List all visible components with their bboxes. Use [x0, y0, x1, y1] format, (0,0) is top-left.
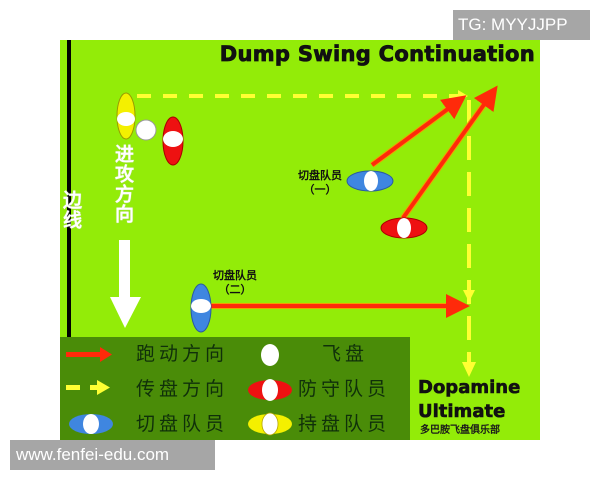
cutter-one-label-text: 切盘队员: [298, 169, 342, 182]
legend-label-disc: 飞盘: [322, 343, 369, 365]
club-name: 多巴胺飞盘俱乐部: [420, 425, 500, 436]
defender-two-run-arrow: [400, 85, 498, 220]
sideline: [67, 40, 71, 340]
cutter-one-label: 切盘队员 （一）: [285, 169, 355, 197]
defender-two: [380, 217, 428, 239]
pass-route-dump: [137, 90, 476, 377]
url-watermark: www.fenfei-edu.com: [10, 440, 215, 470]
ultimate-field-diagram: Dump Swing Continuation: [60, 40, 540, 440]
legend-defender-icon: [248, 379, 292, 401]
attack-direction-label: 进攻方向: [112, 144, 134, 224]
legend-cutter-icon: [69, 414, 113, 434]
field-graphics: [110, 85, 498, 377]
brand-name: Dopamine Ultimate: [418, 376, 521, 424]
disc: [135, 119, 157, 141]
attack-direction-arrow: [110, 240, 141, 328]
sideline-label: 边线: [60, 190, 82, 230]
handler-player: [116, 92, 136, 140]
legend-symbols: [66, 344, 292, 436]
legend: 跑动方向 飞盘 传盘方向 防守队员 切盘队员 持盘队员: [60, 337, 410, 440]
brand-line-1: Dopamine: [418, 377, 521, 399]
legend-run-arrow-icon: [66, 347, 112, 362]
legend-disc-icon: [261, 344, 279, 366]
brand-line-2: Ultimate: [418, 401, 506, 423]
legend-label-handler: 持盘队员: [298, 413, 391, 435]
legend-label-run-direction: 跑动方向: [136, 343, 229, 365]
legend-pass-arrow-icon: [66, 380, 110, 395]
cutter-two: [190, 283, 212, 333]
cutter-two-label: 切盘队员 （二）: [200, 269, 270, 297]
cutter-one: [346, 170, 394, 192]
tg-watermark: TG: MYYJJPP: [453, 10, 590, 40]
cutter-two-label-suffix: （二）: [218, 283, 252, 296]
legend-handler-icon: [248, 412, 292, 436]
cutter-one-label-suffix: （一）: [303, 183, 337, 196]
legend-label-defender: 防守队员: [298, 378, 391, 400]
legend-label-cutter: 切盘队员: [136, 413, 229, 435]
legend-label-pass-direction: 传盘方向: [136, 378, 229, 400]
diagram-title: Dump Swing Continuation: [219, 42, 535, 67]
defender-one: [162, 116, 184, 166]
cutter-one-run-arrow: [370, 95, 467, 168]
cutter-two-label-text: 切盘队员: [213, 269, 257, 282]
